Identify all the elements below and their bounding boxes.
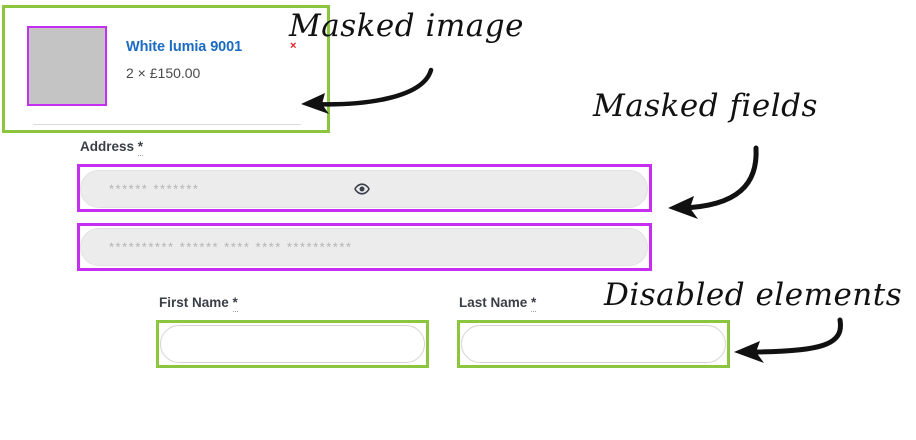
first-name-required-marker: * xyxy=(232,295,238,312)
product-image-masked xyxy=(29,28,105,104)
arrow-to-disabled-elements xyxy=(734,317,843,363)
arrow-to-masked-image xyxy=(301,67,434,114)
address-line-2-input[interactable]: ********** ****** **** **** ********** xyxy=(80,228,648,266)
last-name-input[interactable] xyxy=(461,325,726,363)
product-quantity-price: 2 × £150.00 xyxy=(126,65,201,81)
eye-icon[interactable] xyxy=(354,181,370,197)
last-name-label-text: Last Name xyxy=(459,295,532,310)
address-label-text: Address xyxy=(80,139,138,154)
last-name-label: Last Name * xyxy=(459,295,537,312)
cart-divider xyxy=(33,124,301,125)
annotation-masked-image: Masked image xyxy=(289,8,524,44)
last-name-required-marker: * xyxy=(531,295,537,312)
first-name-label: First Name * xyxy=(159,295,238,312)
address-line-2-masked-value: ********** ****** **** **** ********** xyxy=(109,239,353,255)
annotation-disabled-elements: Disabled elements xyxy=(604,277,903,313)
first-name-label-text: First Name xyxy=(159,295,233,310)
first-name-input[interactable] xyxy=(160,325,425,363)
arrow-to-masked-fields xyxy=(668,145,759,219)
address-required-marker: * xyxy=(137,139,144,156)
address-masked-value: ****** ******* xyxy=(109,181,200,197)
remove-item-icon[interactable]: × xyxy=(290,40,297,52)
product-title-link[interactable]: White lumia 9001 xyxy=(126,39,243,55)
annotation-masked-fields: Masked fields xyxy=(593,88,818,124)
address-label: Address * xyxy=(80,139,144,156)
